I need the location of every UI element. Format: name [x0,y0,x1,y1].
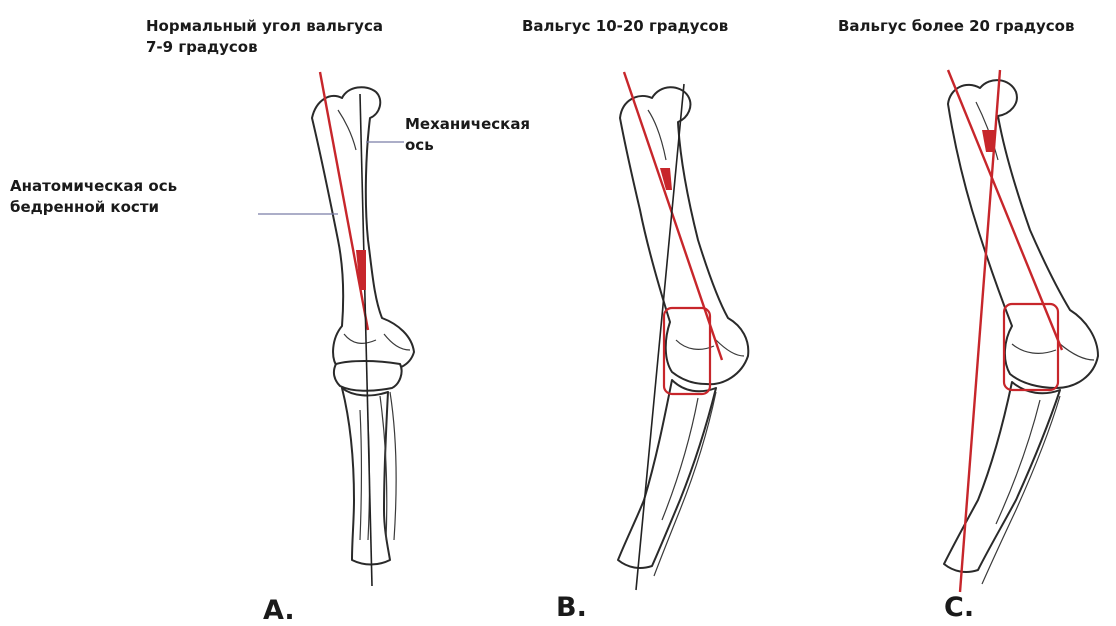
panel-c-tibia [944,382,1060,572]
panel-b-leg [618,72,748,590]
panel-c-leg [944,70,1098,592]
panel-b-tibia [618,380,716,568]
panel-b-femur [620,87,748,384]
panel-a-leg [258,72,414,586]
